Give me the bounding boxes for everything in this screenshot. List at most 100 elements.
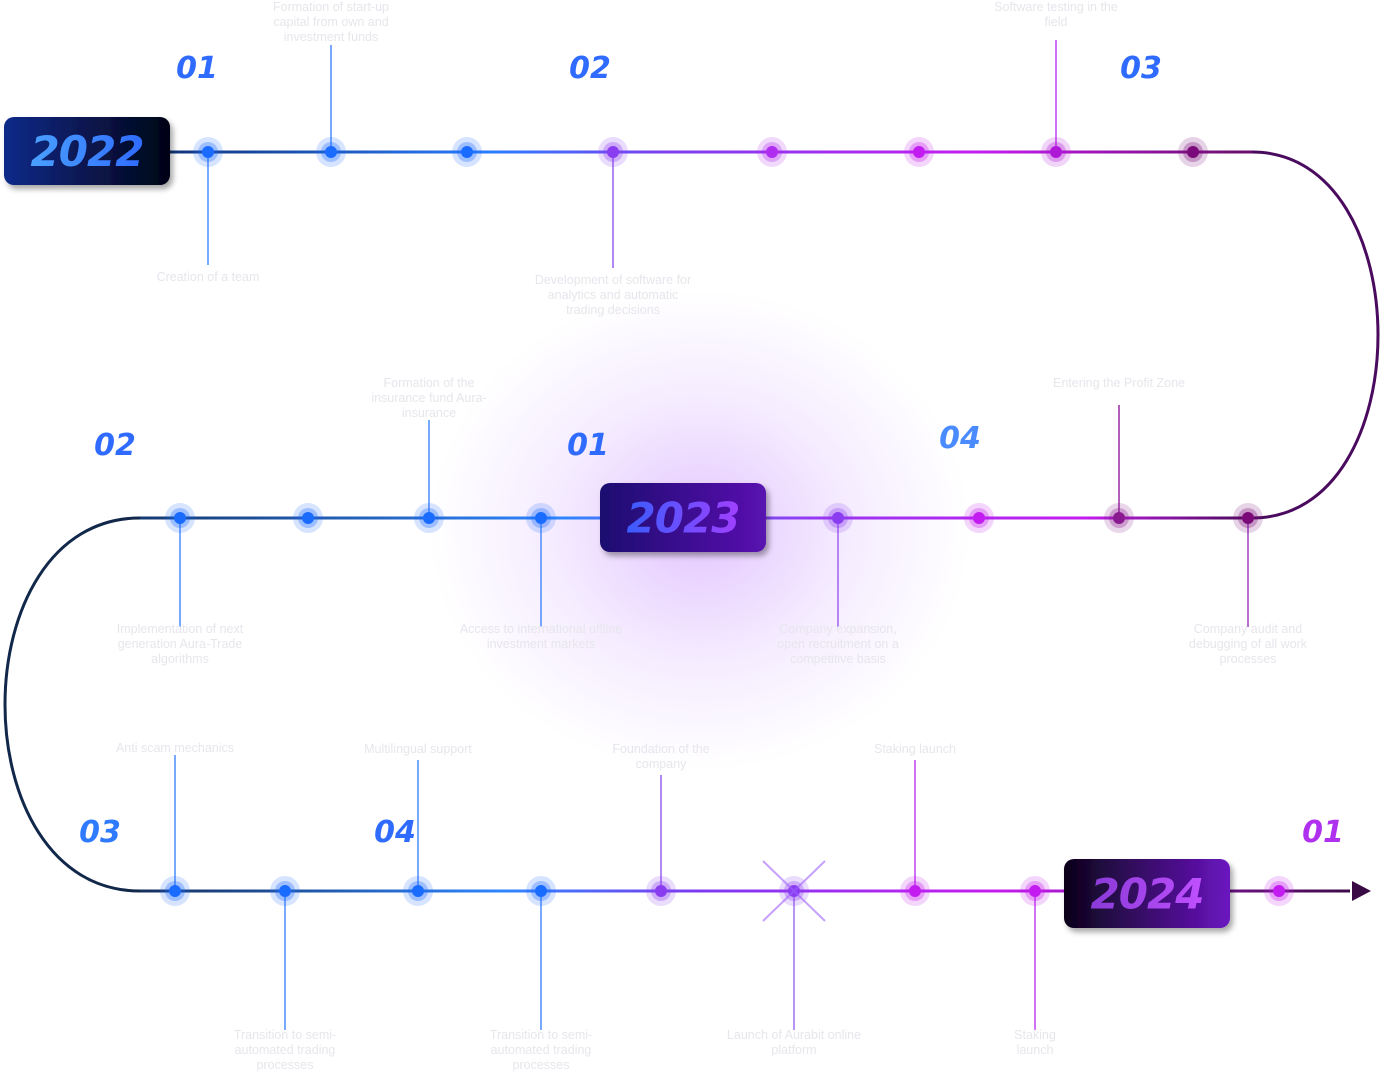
timeline-node xyxy=(202,146,214,158)
timeline-node xyxy=(169,885,181,897)
timeline-node xyxy=(909,885,921,897)
event-label-line: processes xyxy=(513,1058,570,1072)
year-badge-2024: 2024 xyxy=(1064,859,1230,928)
year-label: 2023 xyxy=(627,494,740,543)
timeline-node xyxy=(302,512,314,524)
event-label-line: open recruitment on a xyxy=(777,637,899,651)
arrow-head xyxy=(1352,881,1371,901)
quarter-q1-2024: 01 xyxy=(1302,815,1344,850)
event-label-line: processes xyxy=(257,1058,314,1072)
event-label-line: Software testing in the xyxy=(994,0,1118,14)
event-label-line: Company audit and xyxy=(1194,622,1302,636)
quarter-q1-2023: 01 xyxy=(567,428,609,463)
quarter-q4-2022: 04 xyxy=(939,421,981,456)
event-label-line: launch xyxy=(1017,1043,1054,1057)
year-badge-bg xyxy=(600,483,766,552)
event-label-line: Transition to semi- xyxy=(490,1028,592,1042)
track-curve-right xyxy=(1251,150,1380,520)
event-label-line: Foundation of the xyxy=(612,742,709,756)
event-label-line: insurance xyxy=(402,406,456,420)
event-label-line: company xyxy=(636,757,687,771)
event-label-line: capital from own and xyxy=(273,15,388,29)
event-label-line: automated trading xyxy=(491,1043,592,1057)
year-badge-2023: 2023 xyxy=(600,483,766,552)
timeline-node xyxy=(535,512,547,524)
quarter-q2-2022: 02 xyxy=(569,51,611,86)
timeline-node xyxy=(1029,885,1041,897)
event-label-line: analytics and automatic xyxy=(548,288,679,302)
event-label-line: Formation of start-up xyxy=(273,0,389,14)
event-label-line: Staking launch xyxy=(874,742,956,756)
event-label-line: field xyxy=(1045,15,1068,29)
event-label-line: Development of software for xyxy=(535,273,691,287)
event-label-line: Staking xyxy=(1014,1028,1056,1042)
event-label-line: competitive basis xyxy=(790,652,886,666)
year-badge-bg xyxy=(1064,859,1230,928)
sparkle-icon xyxy=(762,860,826,922)
event-label-line: Transition to semi- xyxy=(234,1028,336,1042)
quarter-q3-2022: 03 xyxy=(1120,51,1162,86)
timeline-node xyxy=(1187,146,1199,158)
event-label-line: Creation of a team xyxy=(157,270,260,284)
timeline-node xyxy=(655,885,667,897)
timeline-node xyxy=(1050,146,1062,158)
event-label-line: Implementation of next xyxy=(117,622,244,636)
timeline-node xyxy=(325,146,337,158)
event-label-line: automated trading xyxy=(235,1043,336,1057)
timeline-node xyxy=(1113,512,1125,524)
timeline-node xyxy=(973,512,985,524)
event-label-line: Entering the Profit Zone xyxy=(1053,376,1185,390)
event-label-line: debugging of all work xyxy=(1189,637,1308,651)
quarter-q4-2023: 04 xyxy=(374,815,416,850)
event-label-line: investment markets xyxy=(487,637,595,651)
timeline-node xyxy=(607,146,619,158)
year-badge-bg xyxy=(4,117,170,185)
event-label-line: processes xyxy=(1220,652,1277,666)
event-label-line: algorithms xyxy=(151,652,209,666)
event-label-line: investment funds xyxy=(284,30,379,44)
quarter-q2-2023: 02 xyxy=(94,428,136,463)
event-label-line: Multilingual support xyxy=(364,742,472,756)
event-label-line: Launch of Aurabit online xyxy=(727,1028,861,1042)
event-label-anti-scam: Anti scam mechanics xyxy=(116,741,234,755)
timeline-node xyxy=(1273,885,1285,897)
timeline-node xyxy=(1242,512,1254,524)
track-curve-left xyxy=(3,516,141,893)
timeline-node xyxy=(461,146,473,158)
event-label-line: insurance fund Aura- xyxy=(371,391,486,405)
timeline-node xyxy=(174,512,186,524)
timeline-node xyxy=(535,885,547,897)
event-label-line: Anti scam mechanics xyxy=(116,741,234,755)
timeline-node xyxy=(412,885,424,897)
event-label-line: platform xyxy=(771,1043,816,1057)
event-label-line: Company expansion, xyxy=(779,622,896,636)
event-label-line: Access to international offline xyxy=(460,622,622,636)
timeline-node xyxy=(279,885,291,897)
year-label: 2022 xyxy=(31,127,144,176)
year-badge-2022: 2022 xyxy=(4,117,170,185)
quarter-q3-2023: 03 xyxy=(79,815,121,850)
event-label-entering-profit-zone: Entering the Profit Zone xyxy=(1053,376,1185,390)
year-label: 2024 xyxy=(1091,870,1204,919)
timeline-node xyxy=(423,512,435,524)
quarter-q1-2022: 01 xyxy=(176,51,218,86)
timeline-node xyxy=(766,146,778,158)
timeline-node xyxy=(832,512,844,524)
timeline-node xyxy=(913,146,925,158)
event-label-line: trading decisions xyxy=(566,303,660,317)
